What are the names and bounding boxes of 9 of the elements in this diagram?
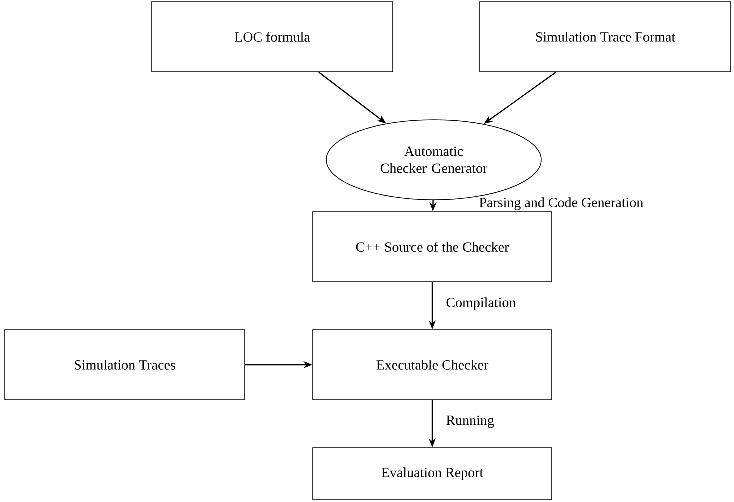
edge-label: Running: [446, 416, 494, 428]
process-box: Simulation Traces: [4, 330, 246, 400]
process-box: C++ Source of the Checker: [312, 212, 552, 282]
process-box: LOC formula: [152, 2, 394, 72]
edge-label: Parsing and Code Generation: [480, 198, 644, 210]
process-box: Simulation Trace Format: [480, 2, 732, 72]
edge-label: Compilation: [446, 298, 516, 310]
process-box: Executable Checker: [312, 330, 552, 400]
process-box: Evaluation Report: [312, 448, 552, 500]
